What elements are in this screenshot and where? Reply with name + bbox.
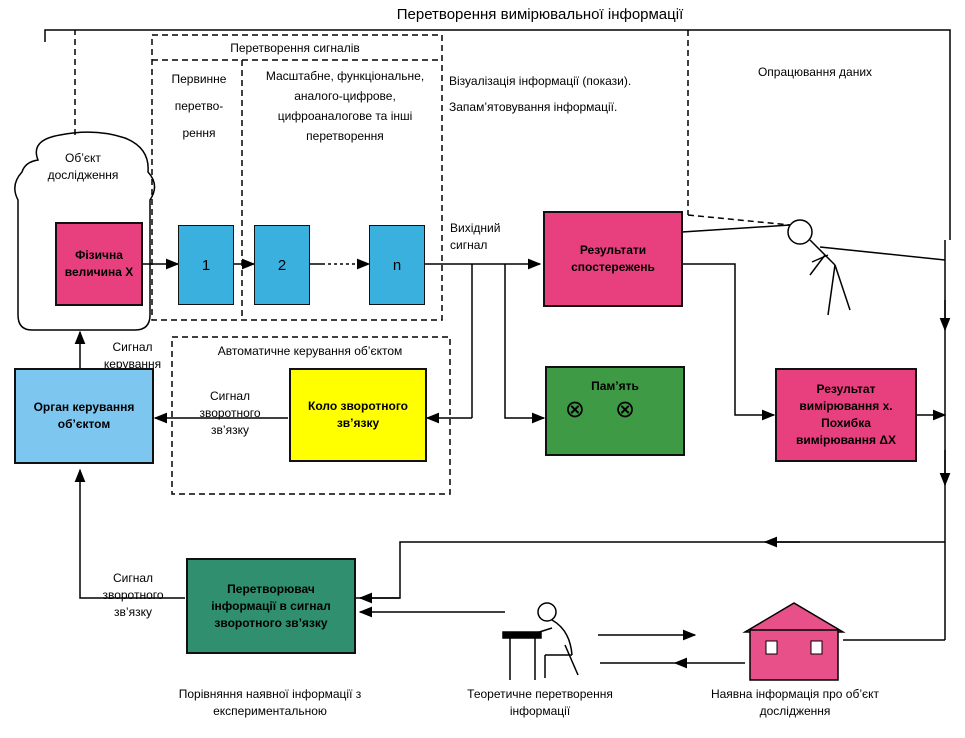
control-organ-box: Орган керування об’єктом [14,368,154,464]
feedback-circuit-box: Коло зворотного зв’язку [289,368,427,462]
theoretical-caption: Теоретичне перетворення інформації [467,687,613,718]
measurement-result-box: Результат вимірювання x. Похибка вимірюв… [775,368,917,462]
other-conversion-label: Масштабне, функціональне, аналого-цифров… [265,69,425,143]
signal-conversion-frame [151,34,443,321]
page-title: Перетворення вимірювальної інформації [320,6,760,23]
physical-quantity-box: Фізична величина X [55,222,143,306]
converter-box: Перетворювач інформації в сигнал зворотн… [186,558,356,654]
comparison-caption: Порівняння наявної інформації з експерим… [178,687,362,718]
auto-control-frame [171,336,451,495]
visualization-label: Візуалізація інформації (покази). Запам’… [449,74,632,114]
top-frame [44,29,951,240]
memory-symbol-right: ⊗ [615,396,666,423]
signal-conversion-label: Перетворення сигналів [230,41,360,55]
feedback-signal-label-2: Сигнал зворотного зв’язку [102,571,164,619]
auto-control-label: Автоматичне керування об’єктом [217,344,403,358]
available-info-caption: Наявна інформація про об’єкт дослідження [710,687,880,718]
memory-symbol-left: ⊗ [564,396,615,423]
output-signal-label: Вихідний сигнал [450,221,501,252]
results-box: Результати спостережень [543,211,683,307]
memory-box: Пам’ять ⊗⊗ [545,366,685,456]
feedback-signal-label: Сигнал зворотного зв’язку [199,389,261,437]
observer-figure-icon [787,219,851,316]
memory-label: Пам’ять [591,379,639,393]
memory-symbols: ⊗⊗ [565,398,665,422]
block-1: 1 [178,225,234,305]
block-2: 2 [254,225,310,305]
object-label: Об’єкт дослідження [47,151,119,182]
block-n: n [369,225,425,305]
object-outline [14,131,156,331]
data-processing-label: Опрацювання даних [757,65,873,79]
seated-person-icon [502,602,579,680]
control-signal-label: Сигнал керування [103,340,162,371]
house-icon [742,602,846,681]
primary-conversion-label: Первинне перетво-рення [171,72,227,140]
